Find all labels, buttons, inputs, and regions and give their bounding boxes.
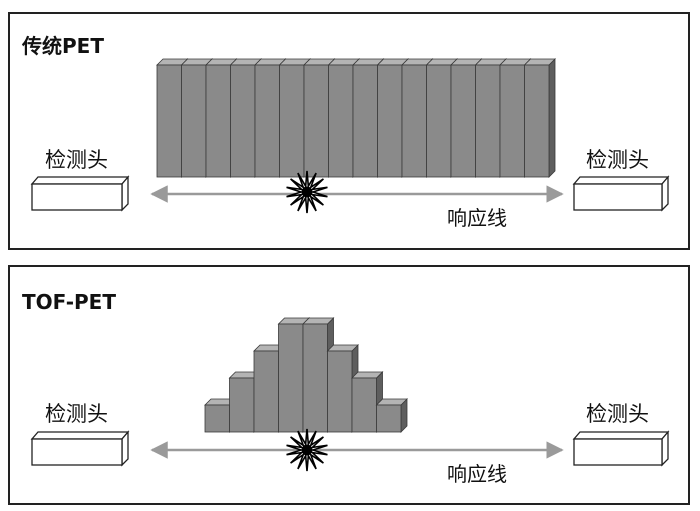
panel-conventional-pet: 传统PET 响应线 检测头 检测头 bbox=[8, 12, 690, 250]
histogram-bar-front bbox=[327, 350, 353, 433]
detector-right-label: 检测头 bbox=[586, 148, 649, 172]
histogram-bar-top bbox=[375, 398, 408, 406]
histogram-bar-front bbox=[254, 64, 280, 178]
histogram-bar-front bbox=[303, 64, 329, 178]
histogram-bar-front bbox=[253, 350, 279, 433]
histogram-bar-front bbox=[524, 64, 550, 178]
histogram-bar-front bbox=[229, 377, 255, 433]
histogram-bar-front bbox=[204, 404, 230, 433]
histogram-bar-front bbox=[426, 64, 452, 178]
tof-kernel-profile bbox=[204, 317, 408, 433]
histogram-bar-front bbox=[205, 64, 231, 178]
detector-box-icon bbox=[30, 175, 130, 212]
histogram-bar-side bbox=[548, 58, 556, 178]
burst-core bbox=[301, 186, 313, 198]
detector-box-icon bbox=[30, 430, 130, 467]
histogram-bar-front bbox=[475, 64, 501, 178]
burst-star-icon bbox=[286, 428, 328, 472]
histogram-bar-front bbox=[328, 64, 354, 178]
detector-right-label: 检测头 bbox=[586, 402, 649, 426]
histogram-bar-front bbox=[279, 64, 305, 178]
histogram-bar-top bbox=[523, 58, 556, 66]
coincidence-profile bbox=[156, 58, 556, 178]
burst-star-icon bbox=[286, 170, 328, 214]
histogram-bar-front bbox=[377, 64, 403, 178]
detector-left-label: 检测头 bbox=[45, 148, 108, 172]
detector-left-label: 检测头 bbox=[45, 402, 108, 426]
burst-core bbox=[301, 444, 313, 456]
histogram-bar-front bbox=[156, 64, 182, 178]
histogram-bar-top bbox=[326, 344, 359, 352]
histogram-bar-front bbox=[352, 64, 378, 178]
histogram-bar-front bbox=[278, 323, 304, 433]
histogram-bar-front bbox=[302, 323, 328, 433]
histogram-bar-top bbox=[351, 371, 384, 379]
line-of-response-label: 响应线 bbox=[447, 462, 507, 486]
panel-tof-pet: TOF-PET 响应线 检测头 检测头 bbox=[8, 265, 690, 505]
histogram-bar-front bbox=[401, 64, 427, 178]
histogram-bar-front bbox=[376, 404, 402, 433]
histogram-bar-top bbox=[302, 317, 335, 325]
histogram-bar bbox=[523, 58, 556, 178]
histogram-bar-front bbox=[450, 64, 476, 178]
histogram-bar-front bbox=[230, 64, 256, 178]
histogram-bar-front bbox=[181, 64, 207, 178]
panel-title: TOF-PET bbox=[22, 290, 116, 314]
detector-box-icon bbox=[572, 175, 670, 212]
line-of-response-label: 响应线 bbox=[447, 206, 507, 230]
histogram-bar-front bbox=[499, 64, 525, 178]
histogram-bar bbox=[375, 398, 408, 433]
detector-box-icon bbox=[572, 430, 670, 467]
histogram-bar-front bbox=[351, 377, 377, 433]
panel-title: 传统PET bbox=[21, 34, 104, 58]
